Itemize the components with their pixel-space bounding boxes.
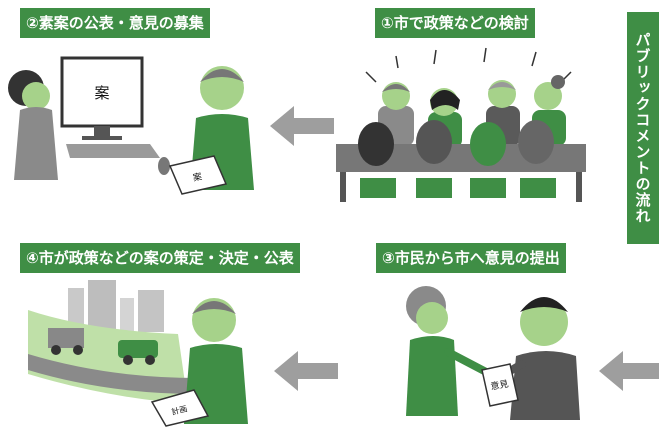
arrow-step1-to-step2 bbox=[270, 106, 334, 146]
flow-title-banner: パブリックコメントの流れ bbox=[627, 12, 659, 244]
monitor-text: 案 bbox=[94, 84, 109, 102]
arrow-step3-to-step4 bbox=[274, 351, 338, 391]
step-2-label: ②素案の公表・意見の募集 bbox=[20, 8, 210, 38]
meeting-illustration bbox=[336, 47, 586, 202]
decision-illustration: 計画 bbox=[28, 280, 248, 427]
arrow-into-step3 bbox=[599, 351, 659, 391]
step-4-label: ④市が政策などの案の策定・決定・公表 bbox=[20, 243, 300, 273]
envelope-text: 意見 bbox=[490, 378, 510, 393]
publication-illustration: 案 案 bbox=[8, 56, 254, 195]
submission-illustration: 意見 bbox=[406, 286, 580, 420]
book-text: 案 bbox=[192, 170, 203, 184]
step-1-label: ①市で政策などの検討 bbox=[375, 8, 535, 38]
final-book-text: 計画 bbox=[170, 403, 188, 417]
step-3-label: ③市民から市へ意見の提出 bbox=[376, 243, 566, 273]
